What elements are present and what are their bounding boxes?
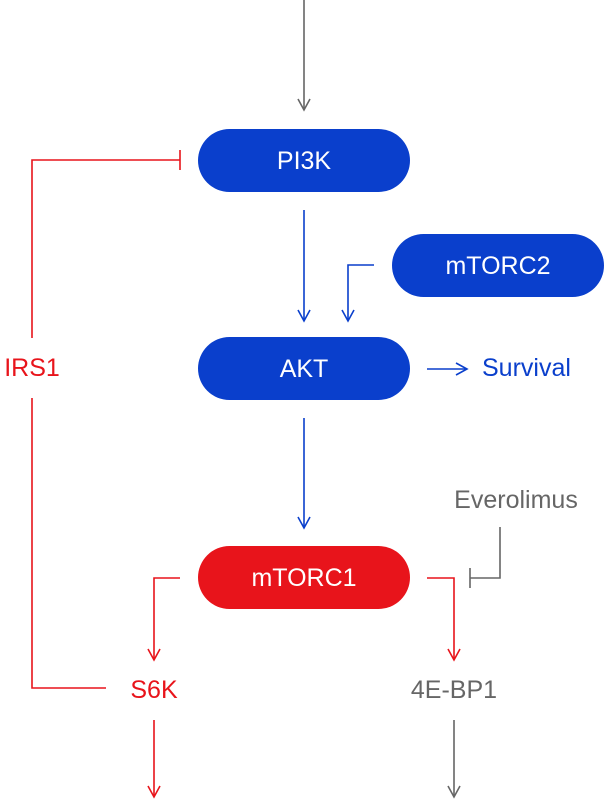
mtorc1-to-s6k-arrow [147, 577, 180, 662]
pi3k-label: PI3K [277, 147, 332, 175]
survival-label: Survival [482, 354, 571, 382]
everolimus-inhibition-line [470, 527, 501, 579]
mtorc2-to-akt-arrow [341, 264, 374, 323]
akt-node: AKT [198, 337, 410, 400]
mtorc1-to-4ebp1-arrow [427, 577, 461, 662]
4ebp1-label: 4E-BP1 [411, 676, 497, 704]
irs1-label: IRS1 [4, 354, 60, 382]
irs1-feedback-upper-line [31, 159, 180, 338]
mtorc2-label: mTORC2 [445, 252, 550, 280]
s6k-label: S6K [130, 676, 178, 704]
mtorc1-node: mTORC1 [198, 546, 410, 609]
everolimus-label: Everolimus [454, 486, 578, 514]
mtorc2-node: mTORC2 [392, 234, 604, 297]
mtorc1-label: mTORC1 [251, 564, 356, 592]
pi3k-node: PI3K [198, 129, 410, 192]
irs1-feedback-lower-line [31, 398, 106, 689]
akt-label: AKT [280, 355, 329, 383]
